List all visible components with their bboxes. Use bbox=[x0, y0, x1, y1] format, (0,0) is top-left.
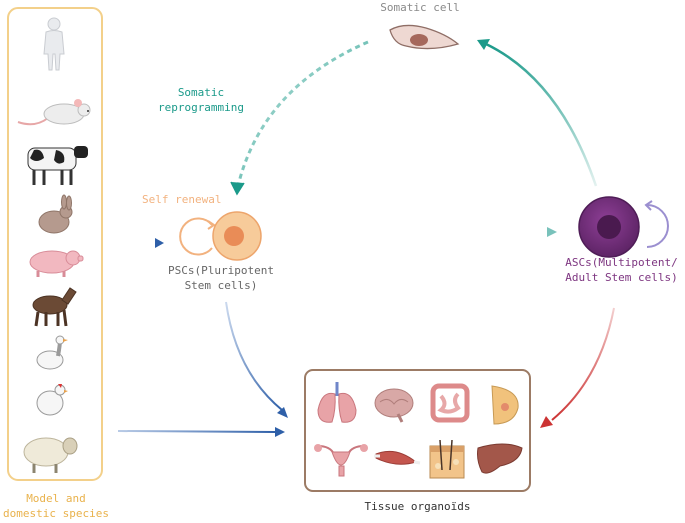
species-label-line2: domestic species bbox=[3, 507, 109, 520]
somatic-reprogramming-arrow bbox=[236, 40, 369, 187]
ascs-label-line1: ASCs(Multipotent/ bbox=[565, 256, 678, 269]
tissue-organoids-label: Tissue organoïds bbox=[364, 500, 471, 513]
self-renewal-arrow bbox=[179, 217, 213, 256]
psc-cell-icon bbox=[212, 211, 262, 261]
asc-self-renewal-arrow bbox=[646, 204, 669, 248]
tissue-organoids-frame bbox=[304, 369, 531, 492]
ascs-label-line2: Adult Stem cells) bbox=[565, 271, 678, 284]
somatic-reprogramming-label-line2: reprogramming bbox=[157, 101, 245, 114]
species-to-organoid-arrow bbox=[117, 430, 277, 433]
lung-icon bbox=[317, 382, 357, 423]
goose-icon bbox=[36, 335, 68, 370]
human-icon bbox=[43, 17, 65, 71]
mouse-icon bbox=[17, 99, 91, 126]
psc-to-organoid-arrow bbox=[225, 301, 283, 411]
somatic-cell-icon bbox=[389, 24, 460, 50]
self-renewal-label: Self renewal bbox=[142, 193, 222, 206]
uterus-icon bbox=[314, 444, 368, 477]
somatic-cell-label: Somatic cell bbox=[380, 1, 460, 14]
pscs-label-line1: PSCs(Pluripotent bbox=[168, 264, 274, 277]
skin-icon bbox=[429, 439, 465, 479]
asc-to-organoid-arrow bbox=[551, 307, 615, 421]
brain-icon bbox=[374, 388, 414, 423]
horse-icon bbox=[32, 287, 77, 327]
breast-icon bbox=[491, 385, 519, 425]
sheep-icon bbox=[23, 437, 78, 473]
pig-icon bbox=[29, 250, 84, 277]
cow-icon bbox=[27, 146, 88, 185]
rabbit-icon bbox=[38, 194, 73, 234]
somatic-reprogramming-label-line1: Somatic bbox=[177, 86, 225, 99]
species-label-line1: Model and bbox=[26, 492, 86, 505]
chicken-icon bbox=[36, 384, 68, 416]
intestine-icon bbox=[430, 383, 470, 423]
pscs-label-line2: Stem cells) bbox=[184, 279, 258, 292]
species-frame bbox=[7, 7, 103, 481]
asc-cell-icon bbox=[578, 196, 640, 258]
liver-icon bbox=[477, 443, 523, 474]
asc-to-somatic-arrow bbox=[485, 42, 598, 187]
muscle-icon bbox=[374, 450, 421, 465]
